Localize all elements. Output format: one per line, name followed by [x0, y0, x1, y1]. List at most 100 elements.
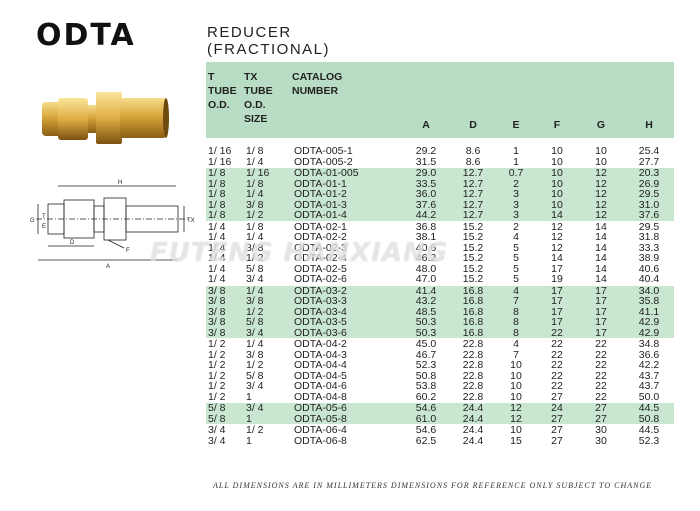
cell-f: 17 — [551, 262, 563, 275]
cell-h: 50.8 — [638, 412, 660, 425]
cell-a: 48.5 — [415, 305, 437, 318]
cell-h: 40.4 — [638, 273, 660, 285]
cell-t: 1/ 8 — [208, 198, 226, 211]
cell-e: 5 — [513, 262, 519, 275]
fitting-photo — [42, 92, 169, 144]
cell-d: 22.8 — [462, 348, 484, 361]
cell-tx: 1/ 4 — [246, 188, 264, 200]
cell-tx: 1/ 8 — [244, 220, 292, 232]
cell-a: 53.8 — [415, 380, 437, 392]
cell-tx: 1 — [246, 412, 252, 425]
product-subtitle: REDUCER (FRACTIONAL) — [207, 24, 330, 58]
cell-d: 12.7 — [462, 198, 484, 211]
cell-catalog: ODTA-01-1 — [294, 177, 347, 190]
cell-f: 24 — [536, 402, 578, 414]
cell-tx: 1/ 2 — [246, 209, 264, 221]
cell-e: 5 — [513, 241, 519, 254]
cell-a: 44.2 — [415, 209, 437, 221]
cell-catalog: ODTA-03-6 — [294, 326, 347, 339]
cell-d: 22.8 — [450, 338, 496, 350]
cell-d: 15.2 — [462, 252, 484, 264]
cell-catalog: ODTA-01-4 — [294, 209, 347, 221]
cell-d: 24.4 — [462, 434, 484, 447]
cell-e: 2 — [496, 220, 536, 232]
cell-g: 12 — [578, 167, 624, 179]
cell-h: 44.5 — [624, 424, 674, 436]
cell-catalog: ODTA-04-8 — [294, 390, 347, 403]
cell-g: 17 — [595, 316, 607, 328]
cell-e: 1 — [513, 155, 519, 168]
cell-h: 41.1 — [638, 305, 660, 318]
cell-d: 16.8 — [462, 295, 484, 307]
cell-g: 14 — [595, 273, 607, 285]
cell-t: 1/ 16 — [208, 155, 232, 168]
cell-g: 14 — [595, 252, 607, 264]
cell-tx: 3/ 4 — [246, 380, 264, 392]
cell-e: 15 — [510, 434, 522, 447]
cell-a: 61.0 — [415, 412, 437, 425]
cell-f: 27 — [551, 390, 563, 403]
cell-e: 0.7 — [496, 167, 536, 179]
cell-catalog: ODTA-04-2 — [292, 338, 402, 350]
cell-d: 12.7 — [462, 188, 484, 200]
cell-d: 22.8 — [462, 359, 484, 371]
cell-h: 20.3 — [624, 167, 674, 179]
cell-f: 10 — [551, 198, 563, 211]
cell-catalog: ODTA-05-6 — [292, 402, 402, 414]
cell-g: 12 — [595, 177, 607, 190]
cell-catalog: ODTA-01-2 — [294, 188, 347, 200]
cell-a: 36.0 — [415, 188, 437, 200]
cell-h: 52.3 — [638, 434, 660, 447]
f-leader — [107, 239, 125, 249]
cell-a: 60.2 — [415, 390, 437, 403]
cell-g: 22 — [595, 390, 607, 403]
cell-h: 38.9 — [638, 252, 660, 264]
cell-a: 54.6 — [402, 424, 450, 436]
cell-f: 27 — [551, 412, 563, 425]
cell-a: 43.2 — [415, 295, 437, 307]
cell-tx: 1/ 2 — [246, 252, 264, 264]
cell-catalog: ODTA-02-5 — [294, 262, 347, 275]
label-d: D — [70, 240, 75, 246]
cell-e: 5 — [513, 252, 519, 264]
cell-d: 8.6 — [465, 145, 481, 157]
cell-f: 17 — [536, 284, 578, 296]
cell-g: 12 — [595, 198, 607, 211]
cell-d: 16.8 — [462, 326, 484, 339]
cell-t: 3/ 8 — [208, 316, 226, 328]
cell-e: 10 — [510, 369, 522, 382]
header-e: E — [512, 119, 520, 131]
cell-e: 7 — [513, 295, 519, 307]
cell-t: 5/ 8 — [206, 402, 244, 414]
cell-e: 7 — [513, 348, 519, 361]
cell-f: 17 — [551, 305, 563, 318]
cell-a: 50.3 — [415, 326, 437, 339]
header-g: G — [596, 119, 606, 131]
cell-f: 22 — [551, 326, 563, 339]
cell-catalog: ODTA-005-1 — [294, 145, 353, 157]
cell-tx: 5/ 8 — [246, 369, 264, 382]
cell-catalog: ODTA-06-4 — [292, 424, 402, 436]
cell-tx: 1/ 4 — [246, 231, 264, 243]
cell-tx: 1/ 4 — [246, 155, 264, 168]
cell-catalog: ODTA-01-005 — [292, 167, 402, 179]
cell-t: 3/ 4 — [206, 424, 244, 436]
cell-d: 24.4 — [462, 412, 484, 425]
cell-f: 10 — [551, 155, 563, 168]
cell-d: 24.4 — [450, 424, 496, 436]
cell-h: 29.5 — [624, 220, 674, 232]
cell-e: 10 — [510, 380, 522, 392]
cell-f: 12 — [536, 220, 578, 232]
cell-g: 27 — [595, 412, 607, 425]
